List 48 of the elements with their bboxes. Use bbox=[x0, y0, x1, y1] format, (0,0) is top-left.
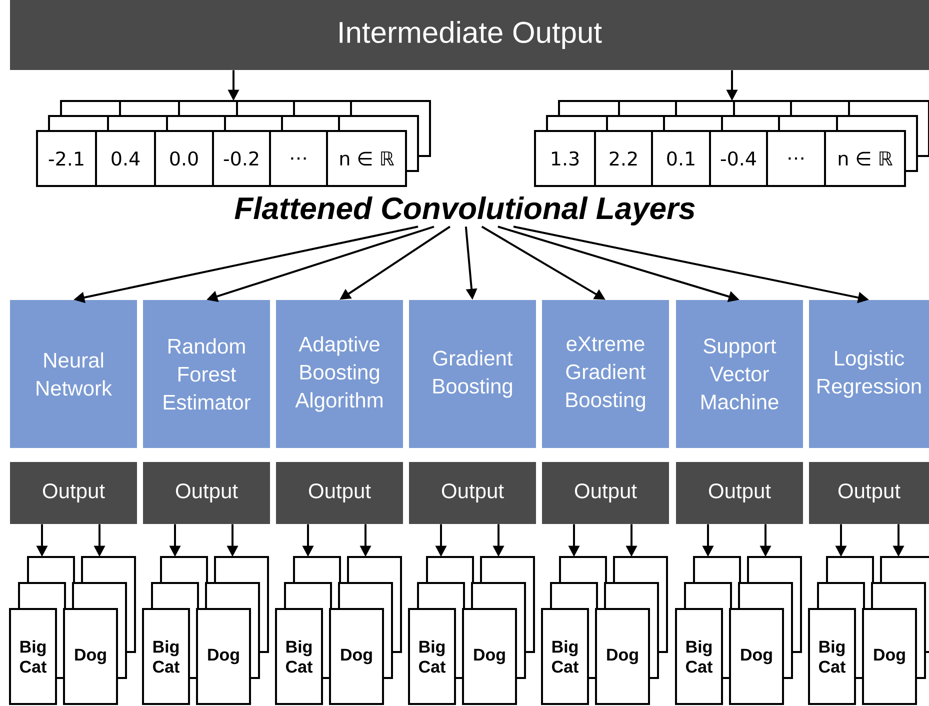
card-stack: Dog bbox=[329, 556, 402, 705]
vector-cell: 0.1 bbox=[651, 130, 711, 187]
vector-cell: -2.1 bbox=[36, 130, 97, 187]
title-bar: Intermediate Output bbox=[10, 0, 929, 70]
node-label: Cat bbox=[686, 660, 712, 673]
node-label: Dog bbox=[341, 648, 372, 664]
vector-cell: 0.4 bbox=[95, 130, 156, 187]
card-stack: Dog bbox=[63, 556, 136, 705]
vector-cell: 1.3 bbox=[534, 130, 596, 187]
output-box: Output bbox=[276, 462, 403, 524]
node-label: Dog bbox=[741, 648, 772, 664]
node-label: Dog bbox=[474, 648, 505, 664]
node-label: Dog bbox=[607, 648, 638, 664]
node-label: Cat bbox=[552, 660, 578, 673]
vector-stack bbox=[534, 100, 929, 187]
vector-cell: -0.2 bbox=[212, 130, 271, 187]
node-label: Dog bbox=[874, 648, 905, 664]
output-box: Output bbox=[10, 462, 137, 524]
card-stack: Dog bbox=[862, 556, 929, 705]
output-box: Output bbox=[809, 462, 929, 524]
model-box: eXtreme Gradient Boosting bbox=[542, 300, 669, 448]
output-box: Output bbox=[542, 462, 669, 524]
card-stack: Dog bbox=[462, 556, 535, 705]
vector-cell: n ∈ ℝ bbox=[326, 130, 407, 187]
card-stack: Dog bbox=[729, 556, 802, 705]
vector-cell: 2.2 bbox=[594, 130, 653, 187]
output-box: Output bbox=[409, 462, 536, 524]
model-box: Adaptive Boosting Algorithm bbox=[276, 300, 403, 448]
node-label: Dog bbox=[208, 648, 239, 664]
model-box: Support Vector Machine bbox=[676, 300, 803, 448]
card-stack: Dog bbox=[595, 556, 668, 705]
model-box: Random Forest Estimator bbox=[143, 300, 270, 448]
output-box: Output bbox=[676, 462, 803, 524]
vector-cell: n ∈ ℝ bbox=[824, 130, 906, 187]
model-box: Logistic Regression bbox=[809, 300, 929, 448]
vector-cell: -0.4 bbox=[709, 130, 768, 187]
output-box: Output bbox=[143, 462, 270, 524]
vector-cell: … bbox=[766, 130, 826, 187]
node-label: Cat bbox=[153, 660, 180, 673]
vector-stack bbox=[36, 100, 431, 187]
model-box: Neural Network bbox=[10, 300, 137, 448]
node-label: Cat bbox=[419, 660, 446, 673]
heading-text: Flattened Convolutional Layers bbox=[234, 196, 695, 226]
vector-cell: … bbox=[269, 130, 328, 187]
vector-cell: 0.0 bbox=[154, 130, 214, 187]
model-box: Gradient Boosting bbox=[409, 300, 536, 448]
node-label: Cat bbox=[818, 660, 846, 673]
card-stack: Dog bbox=[196, 556, 269, 705]
